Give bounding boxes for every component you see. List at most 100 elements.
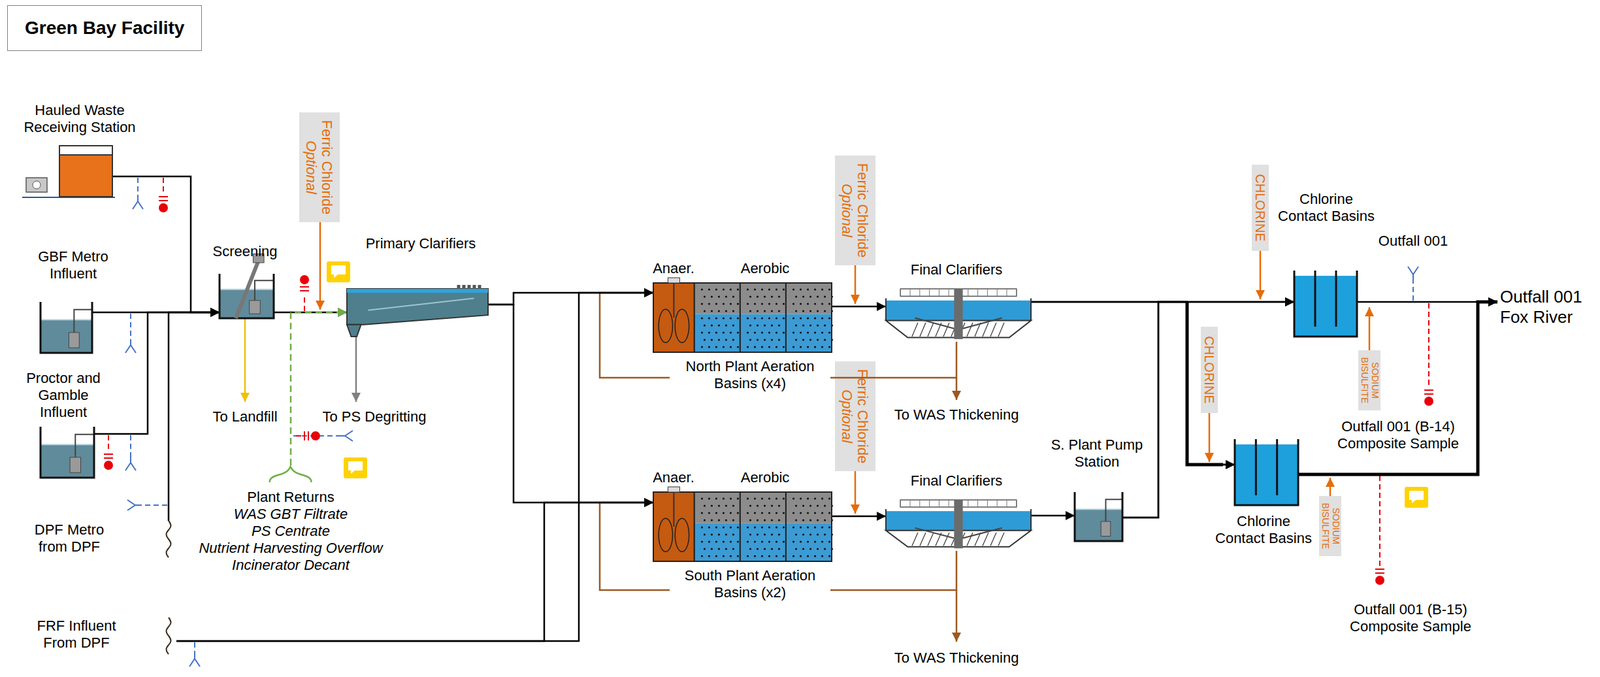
composite-sample-symbol	[103, 457, 114, 459]
chemical-feed-arrow	[1259, 250, 1262, 300]
title-box: Green Bay Facility	[7, 5, 202, 51]
screenings-arrow	[244, 318, 247, 402]
receiving-tank-icon	[59, 145, 113, 197]
flow-label: To Landfill	[212, 408, 278, 426]
composite-sample-symbol	[299, 275, 310, 285]
chemical-label: CHLORINE	[1253, 173, 1268, 242]
composite-sample-symbol	[103, 460, 114, 470]
comment-icon	[1404, 486, 1429, 508]
composite-sample-symbol	[1375, 575, 1385, 585]
pipe-inlet-symbol: DPF Metro from DPF	[160, 520, 177, 558]
node-label: Nutrient Harvesting Overflow	[198, 539, 383, 557]
flow-line	[488, 304, 654, 503]
node-label: Screening	[212, 243, 278, 261]
composite-sample-symbol	[158, 199, 168, 202]
composite-sample-symbol	[1424, 389, 1434, 391]
hopper-icon	[26, 177, 48, 193]
wet-well-tank: Proctor and Gamble Influent	[40, 426, 95, 478]
wet-well-tank-icon	[40, 301, 93, 353]
wet-well-tank-icon	[1074, 491, 1123, 541]
flow-label: To PS Degritting	[322, 408, 427, 426]
node-label: Final Clarifiers	[910, 472, 1003, 490]
comment-icon	[326, 261, 351, 283]
chemical-label: Ferric Chloride	[853, 369, 871, 464]
composite-sample-symbol	[310, 431, 321, 441]
composite-sample-symbol	[1375, 568, 1385, 570]
flow-line	[112, 176, 220, 313]
node-label: Primary Clarifiers	[365, 235, 477, 253]
grab-sample-symbol	[132, 201, 144, 210]
composite-sample-symbol	[158, 203, 168, 213]
final-clarifier: Final Clarifiers	[885, 499, 1031, 551]
grab-sample-line	[140, 504, 168, 506]
composite-sample-symbol	[299, 290, 310, 292]
flow-line	[176, 502, 654, 641]
outfall-terminal: Outfall 001 Fox River	[1497, 285, 1600, 328]
grab-sample-line	[1412, 279, 1414, 301]
chemical-label: Optional	[838, 389, 856, 443]
bar-screen-icon	[219, 273, 274, 319]
receiving-tank: Hauled Waste Receiving Station	[59, 145, 113, 197]
composite-sample-symbol	[1424, 393, 1434, 395]
primary-clarifier-icon	[346, 288, 489, 337]
aeration-basin: Anaer.AerobicSouth Plant Aeration Basins…	[653, 491, 832, 562]
flow-label: Outfall 001	[1378, 232, 1448, 250]
node-label: PS Centrate	[198, 522, 383, 540]
returns-inlet-icon	[194, 465, 387, 488]
final-clarifier: Final Clarifiers	[885, 288, 1031, 342]
grab-sample-symbol	[189, 658, 200, 667]
flow-line	[1122, 301, 1235, 518]
chemical-label: Ferric Chloride	[853, 163, 871, 258]
chemical-feed-arrow	[1329, 477, 1332, 496]
node-label: South Plant Aeration Basins (x2)	[669, 567, 831, 602]
node-label: WAS GBT Filtrate	[198, 505, 383, 523]
node-label: GBF Metro Influent	[24, 248, 123, 283]
returns-inlet: Plant ReturnsWAS GBT FiltratePS Centrate…	[194, 465, 387, 575]
grab-sample-symbol	[344, 430, 353, 441]
grab-sample-line	[130, 435, 132, 458]
flow-line	[94, 312, 220, 434]
grab-sample-line	[130, 313, 132, 340]
grab-sample-symbol	[127, 499, 136, 511]
chemical-tag	[1319, 495, 1342, 556]
final-clarifier-icon	[885, 288, 1031, 342]
composite-sample-symbol	[1424, 396, 1434, 406]
chemical-feed-arrow	[1208, 412, 1211, 462]
sludge-arrow	[355, 336, 358, 402]
composite-sample-symbol	[303, 431, 306, 441]
comment-icon	[343, 457, 368, 479]
wet-well-tank: GBF Metro Influent	[40, 301, 93, 353]
composite-sample-symbol	[307, 431, 310, 441]
aeration-basin-icon	[653, 282, 832, 353]
pipe-inlet-symbol: FRF Influent From DPF	[160, 617, 177, 654]
connectors	[92, 176, 1498, 641]
composite-sample-symbol	[299, 286, 310, 288]
flow-label: To WAS Thickening	[894, 649, 1020, 667]
flow-line	[831, 305, 886, 308]
node-label: Proctor and Gamble Influent	[17, 369, 110, 421]
chlorine-contact-basin: Chlorine Contact Basins	[1234, 439, 1299, 506]
chlorine-contact-basin: Chlorine Contact Basins	[1294, 270, 1357, 337]
chemical-tag	[1358, 350, 1381, 411]
flow-label: Outfall 001 (B-14) Composite Sample	[1326, 418, 1470, 453]
node-label: North Plant Aeration Basins (x4)	[669, 358, 831, 392]
chlorine-contact-basin-icon	[1294, 270, 1357, 337]
wet-well-tank-icon	[40, 426, 95, 478]
plant-returns-line	[290, 312, 347, 466]
node-label: Chlorine Contact Basins	[1214, 512, 1313, 547]
node-label: Hauled Waste Receiving Station	[7, 101, 152, 136]
pipe-inlet-symbol-icon	[160, 520, 177, 558]
node-label: Aerobic	[740, 469, 790, 487]
chemical-feed-arrow	[854, 265, 857, 304]
chemical-feed-arrow	[1368, 307, 1371, 351]
composite-sample-line	[107, 435, 110, 451]
node-label: Anaer.	[652, 260, 695, 278]
composite-sample-line	[1428, 303, 1430, 387]
grab-sample-symbol	[125, 462, 136, 471]
hopper-icon	[32, 180, 41, 189]
grab-sample-line	[194, 642, 196, 654]
flow-line	[168, 312, 220, 521]
aeration-basin-icon	[653, 491, 832, 562]
node-label: Final Clarifiers	[910, 261, 1003, 279]
chemical-label: Optional	[838, 183, 856, 238]
